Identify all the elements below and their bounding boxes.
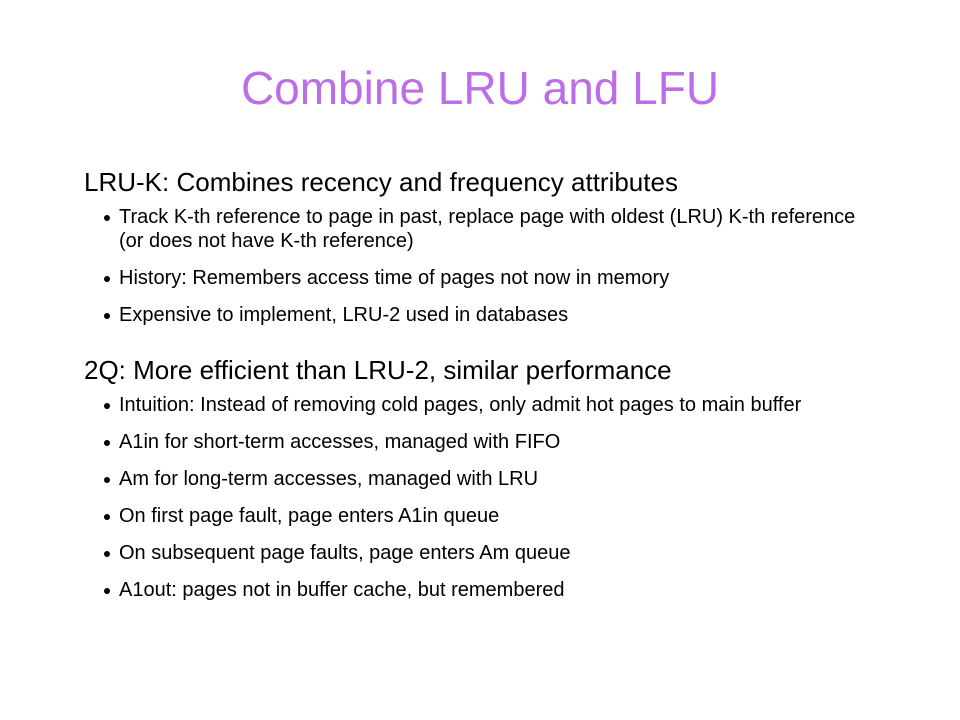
bullet-text: History: Remembers access time of pages … — [119, 267, 670, 289]
bullet-item: On first page fault, page enters A1in qu… — [84, 504, 884, 528]
bullet-text: Track K-th reference to page in past, re… — [119, 206, 856, 252]
section-heading: LRU-K: Combines recency and frequency at… — [84, 167, 678, 197]
section-2q: 2Q: More efficient than LRU-2, similar p… — [84, 354, 884, 602]
bullet-text: On subsequent page faults, page enters A… — [119, 542, 571, 564]
bullet-item: A1in for short-term accesses, managed wi… — [84, 430, 884, 454]
bullet-text: A1out: pages not in buffer cache, but re… — [119, 579, 565, 601]
bullet-item: Track K-th reference to page in past, re… — [84, 205, 884, 253]
bullet-item: On subsequent page faults, page enters A… — [84, 541, 884, 565]
bullet-dot-icon — [104, 588, 110, 594]
bullet-list: Intuition: Instead of removing cold page… — [84, 393, 884, 602]
bullet-item: History: Remembers access time of pages … — [84, 266, 884, 290]
slide-title: Combine LRU and LFU — [240, 62, 720, 114]
bullet-dot-icon — [104, 551, 110, 557]
bullet-item: Am for long-term accesses, managed with … — [84, 467, 884, 491]
bullet-dot-icon — [104, 215, 110, 221]
bullet-text: A1in for short-term accesses, managed wi… — [119, 431, 561, 453]
bullet-item: Intuition: Instead of removing cold page… — [84, 393, 884, 417]
slide-content: LRU-K: Combines recency and frequency at… — [84, 166, 884, 602]
section-lru-k: LRU-K: Combines recency and frequency at… — [84, 166, 884, 327]
bullet-dot-icon — [104, 514, 110, 520]
bullet-list: Track K-th reference to page in past, re… — [84, 205, 884, 327]
bullet-text: On first page fault, page enters A1in qu… — [119, 505, 500, 527]
bullet-dot-icon — [104, 313, 110, 319]
bullet-item: A1out: pages not in buffer cache, but re… — [84, 578, 884, 602]
bullet-dot-icon — [104, 403, 110, 409]
bullet-item: Expensive to implement, LRU-2 used in da… — [84, 303, 884, 327]
section-heading: 2Q: More efficient than LRU-2, similar p… — [84, 355, 672, 385]
bullet-dot-icon — [104, 440, 110, 446]
bullet-dot-icon — [104, 276, 110, 282]
bullet-dot-icon — [104, 477, 110, 483]
bullet-text: Am for long-term accesses, managed with … — [119, 468, 539, 490]
bullet-text: Expensive to implement, LRU-2 used in da… — [119, 304, 569, 326]
bullet-text: Intuition: Instead of removing cold page… — [119, 394, 802, 416]
